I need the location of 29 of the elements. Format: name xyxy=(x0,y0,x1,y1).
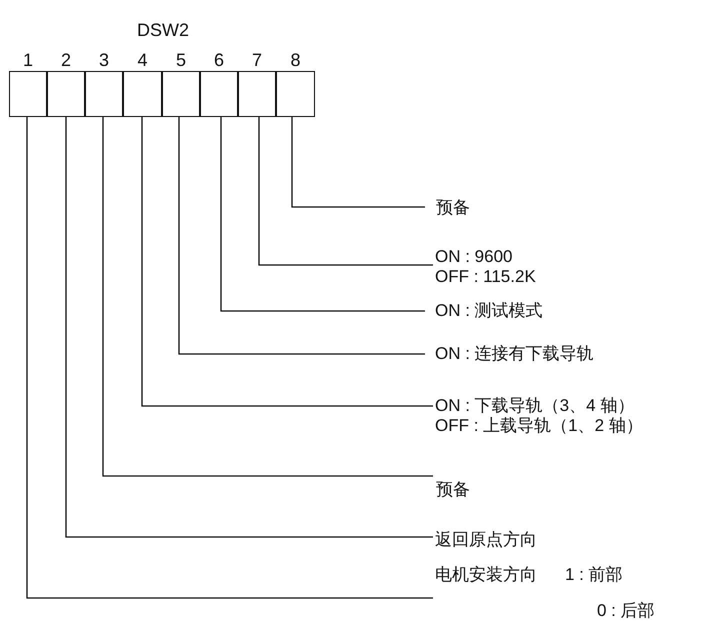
setting-text: ON : 下载导轨（3、4 轴） xyxy=(435,396,634,416)
leader-line xyxy=(178,117,425,355)
switch-number: 2 xyxy=(60,50,72,70)
setting-text: OFF : 115.2K xyxy=(435,267,536,287)
setting-text: ON : 连接有下载导轨 xyxy=(435,344,594,364)
leader-line xyxy=(291,117,425,208)
switch-number: 4 xyxy=(136,50,148,70)
setting-text: 0 : 后部 xyxy=(597,601,655,621)
leader-line xyxy=(220,117,425,312)
leader-line xyxy=(26,117,433,599)
setting-text: OFF : 上载导轨（1、2 轴） xyxy=(435,416,643,436)
switch-number: 7 xyxy=(250,50,263,70)
setting-text: ON : 测试模式 xyxy=(435,301,543,321)
setting-text: 电机安装方向 xyxy=(435,565,537,585)
diagram-title: DSW2 xyxy=(136,20,190,41)
switch-number: 1 xyxy=(22,50,34,70)
switch-number: 8 xyxy=(289,50,302,70)
setting-text: 预备 xyxy=(436,480,470,500)
leader-line xyxy=(102,117,433,477)
switch-number: 6 xyxy=(212,50,225,70)
leader-line xyxy=(65,117,433,538)
setting-text: 返回原点方向 xyxy=(435,530,537,550)
setting-text: 1 : 前部 xyxy=(565,565,623,585)
switch-number: 5 xyxy=(174,50,187,70)
setting-text: 预备 xyxy=(436,198,470,218)
switch-number: 3 xyxy=(98,50,110,70)
leader-line xyxy=(258,117,433,266)
setting-text: ON : 9600 xyxy=(435,247,512,267)
leader-line xyxy=(141,117,433,407)
